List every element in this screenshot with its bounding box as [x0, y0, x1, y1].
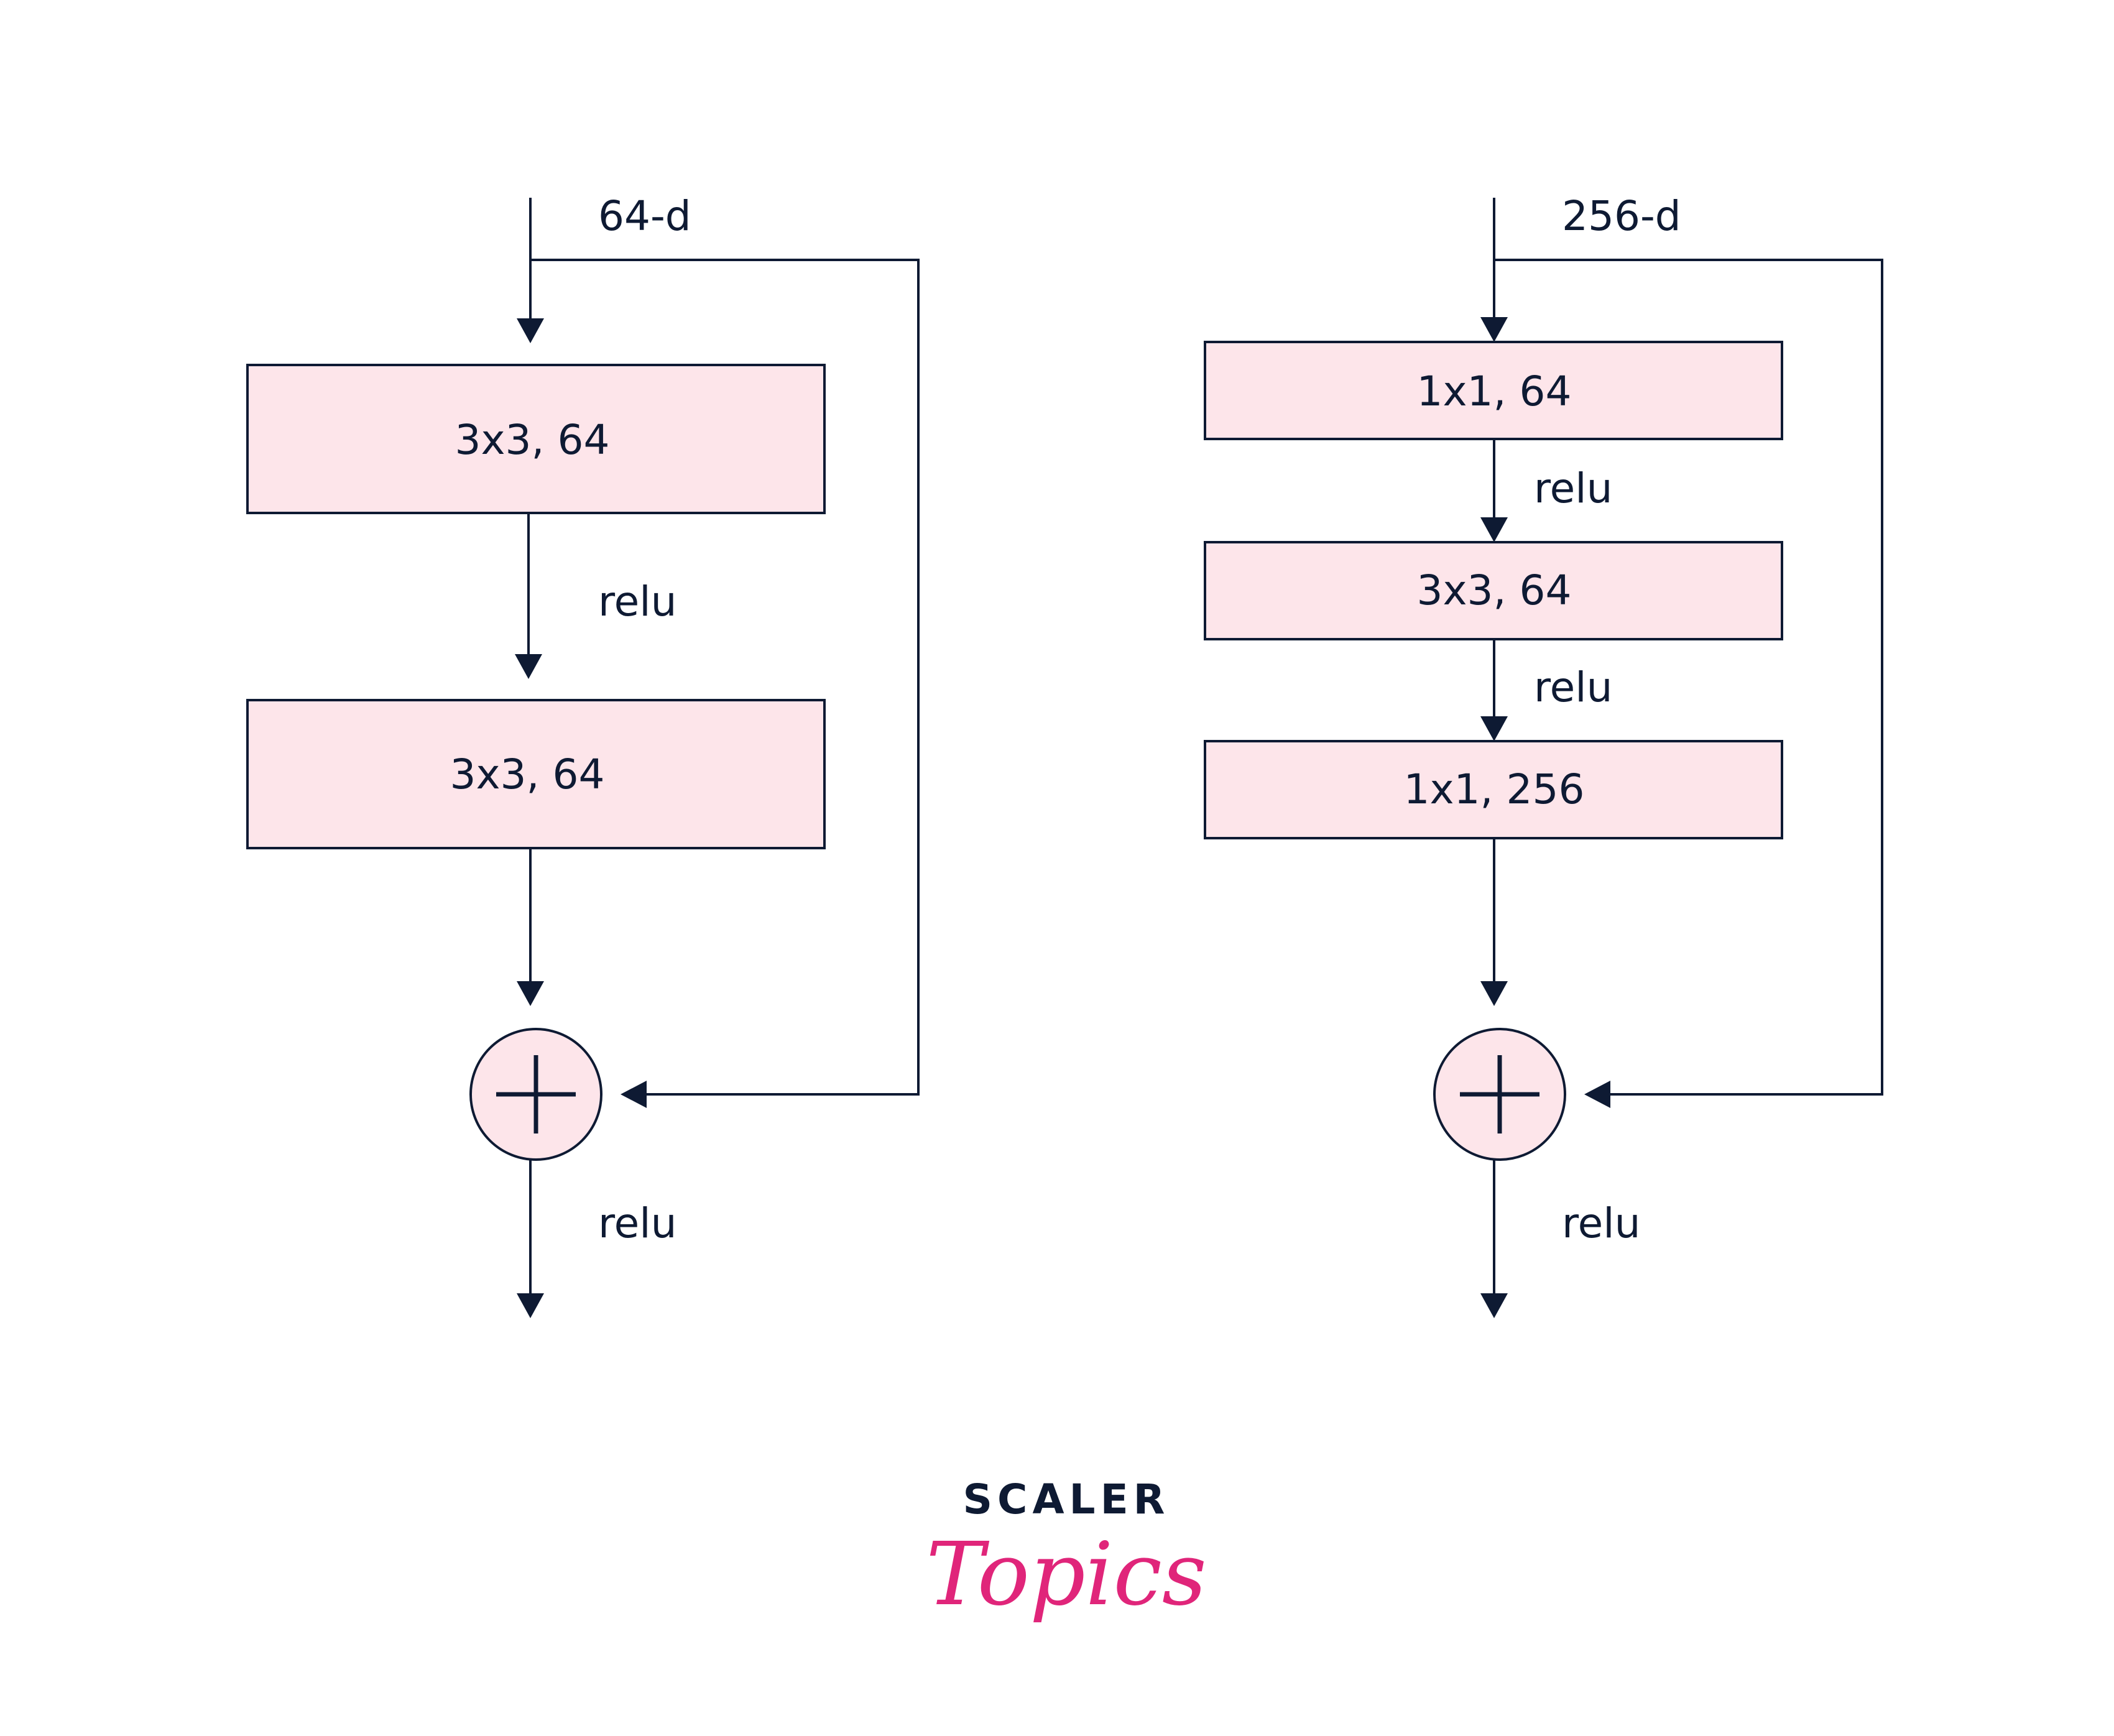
- left-layer-box-1: [246, 364, 826, 514]
- right-skip-connection: [1494, 259, 1883, 1096]
- right-relu-label-1: relu: [1534, 464, 1612, 512]
- scaler-topics-logo: SCALER Topics: [926, 1475, 1206, 1625]
- logo-line1: SCALER: [962, 1475, 1170, 1523]
- right-bottleneck-block: [1204, 198, 1883, 1318]
- right-input-arrowhead: [1480, 317, 1508, 342]
- left-edge-2-add-arrowhead: [517, 981, 544, 1006]
- right-layer-label-1: 1x1, 64: [1417, 367, 1572, 415]
- left-layer-label-1: 3x3, 64: [455, 416, 610, 464]
- left-input-arrowhead: [517, 318, 544, 343]
- right-relu-label-2: relu: [1534, 663, 1612, 711]
- left-skip-connection: [530, 259, 920, 1096]
- left-skip-arrowhead: [621, 1081, 647, 1108]
- right-edge-1-2-arrowhead: [1480, 517, 1508, 542]
- right-layer-box-1: [1204, 341, 1783, 440]
- right-input-label: 256-d: [1562, 192, 1681, 240]
- right-layer-label-3: 1x1, 256: [1404, 765, 1585, 813]
- right-edge-3-add-arrowhead: [1480, 981, 1508, 1006]
- left-edge-1-2-arrowhead: [515, 654, 542, 679]
- right-output-arrowhead: [1480, 1293, 1508, 1318]
- left-layer-box-2: [246, 699, 826, 849]
- left-relu-label-1: relu: [598, 578, 676, 626]
- right-skip-arrowhead: [1584, 1081, 1610, 1108]
- right-layer-box-3: [1204, 740, 1783, 839]
- left-output-arrowhead: [517, 1293, 544, 1318]
- left-layer-label-2: 3x3, 64: [450, 750, 605, 798]
- left-input-label: 64-d: [598, 192, 691, 240]
- right-output-label: relu: [1562, 1199, 1640, 1247]
- right-edge-2-3-arrowhead: [1480, 716, 1508, 741]
- right-layer-box-2: [1204, 541, 1783, 640]
- left-output-label: relu: [598, 1199, 676, 1247]
- logo-line2: Topics: [926, 1524, 1206, 1625]
- right-layer-label-2: 3x3, 64: [1417, 566, 1572, 614]
- left-residual-block: [246, 198, 920, 1318]
